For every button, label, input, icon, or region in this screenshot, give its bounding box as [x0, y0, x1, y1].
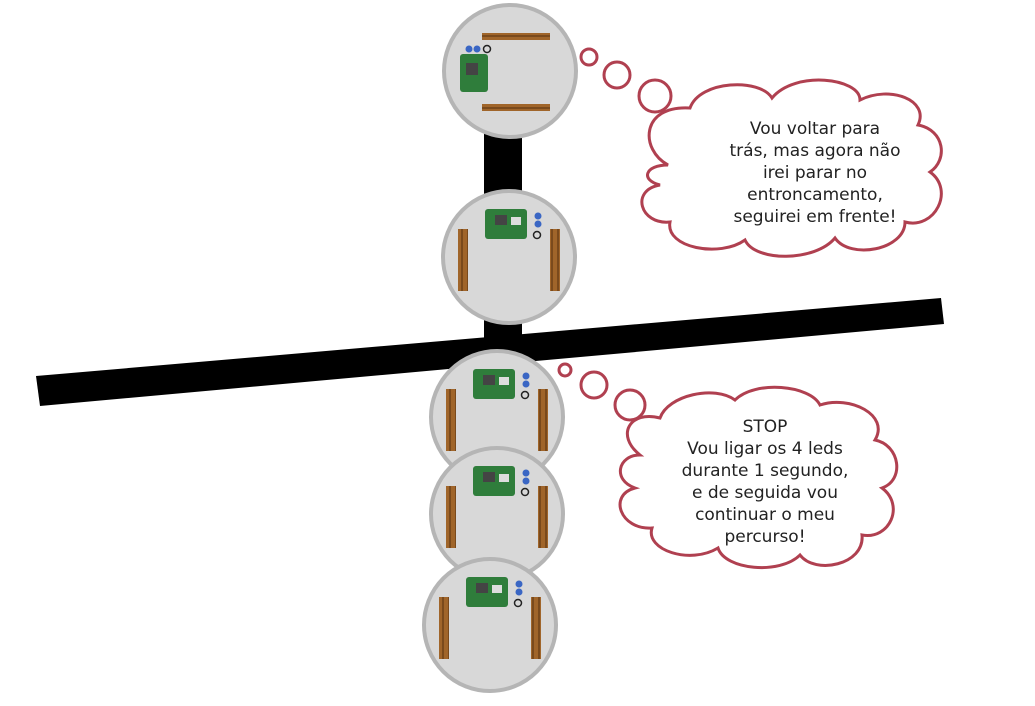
robot-2 [441, 189, 577, 325]
thought-bubble-top [579, 47, 943, 258]
bubble-bottom-text: STOP Vou ligar os 4 leds durante 1 segun… [681, 417, 849, 547]
thought-bubble-bottom [557, 362, 899, 570]
robot-1 [442, 3, 578, 139]
robot-5 [422, 557, 558, 693]
bubble-top-text: Vou voltar para trás, mas agora não irei… [729, 119, 901, 227]
